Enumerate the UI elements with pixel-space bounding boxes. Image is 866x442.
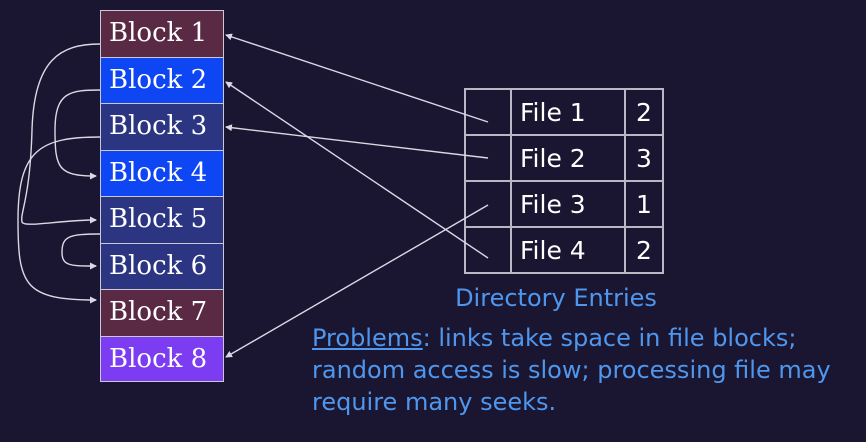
directory-caption: Directory Entries [455, 284, 657, 312]
disk-block-1: Block 1 [100, 10, 224, 57]
disk-block-7: Block 7 [100, 289, 224, 336]
pointer-cell [464, 88, 512, 136]
directory-row: File 2 3 [464, 134, 664, 182]
directory-row: File 4 2 [464, 226, 664, 274]
first-block-cell: 3 [624, 134, 664, 182]
file1-pointer-arrow [225, 33, 489, 123]
block2-link-arrow [54, 89, 101, 180]
disk-block-8: Block 8 [100, 335, 224, 382]
pointer-cell [464, 134, 512, 182]
disk-block-6: Block 6 [100, 242, 224, 289]
directory-row: File 3 1 [464, 180, 664, 228]
block3-link-arrow [17, 136, 101, 304]
disk-block-4: Block 4 [100, 149, 224, 196]
first-block-cell: 2 [624, 88, 664, 136]
first-block-cell: 2 [624, 226, 664, 274]
disk-blocks-column: Block 1 Block 2 Block 3 Block 4 Block 5 … [100, 10, 224, 382]
problems-note: Problems: links take space in file block… [312, 322, 864, 418]
file-name-cell: File 2 [510, 134, 626, 182]
first-block-cell: 1 [624, 180, 664, 228]
problems-text: : links take space in file blocks; rando… [312, 324, 831, 416]
pointer-cell [464, 226, 512, 274]
disk-block-2: Block 2 [100, 56, 224, 103]
file4-pointer-arrow [225, 81, 489, 259]
block5-link-arrow [61, 233, 101, 270]
file2-pointer-arrow [225, 124, 489, 159]
pointer-cell [464, 180, 512, 228]
file-name-cell: File 4 [510, 226, 626, 274]
problems-title: Problems [312, 324, 423, 352]
directory-row: File 1 2 [464, 88, 664, 136]
directory-entries-table: File 1 2 File 2 3 File 3 1 File 4 2 [464, 88, 664, 274]
disk-block-5: Block 5 [100, 196, 224, 243]
file-name-cell: File 1 [510, 88, 626, 136]
disk-block-3: Block 3 [100, 103, 224, 150]
file-name-cell: File 3 [510, 180, 626, 228]
block1-link-arrow [21, 43, 101, 225]
